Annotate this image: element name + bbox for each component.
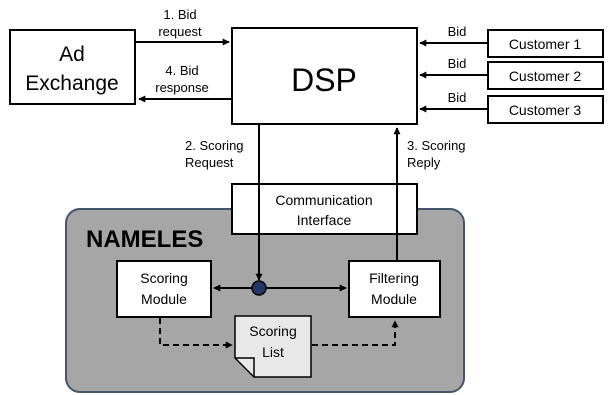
communication-interface-label-line2: Interface: [297, 212, 352, 228]
customer-2-box: [487, 61, 604, 90]
customer-1-label: Customer 1: [509, 36, 582, 52]
junction-dot: [251, 280, 267, 296]
bid-label-2: Bid: [448, 56, 467, 71]
bid-request-label-line2: request: [158, 24, 202, 39]
scoring-to-list-dashed-arrow: [159, 318, 233, 349]
customer-1-box: [487, 29, 604, 58]
bid-response-label-line1: 4. Bid: [165, 63, 198, 78]
scoring-reply-label-line2: Reply: [407, 155, 441, 170]
customer-3-box: [487, 95, 604, 124]
scoring-list-document-fold: [235, 357, 255, 377]
communication-interface-box: [231, 183, 418, 235]
scoring-request-label-line1: 2. Scoring: [185, 138, 244, 153]
ad-exchange-label-line2: Exchange: [25, 72, 118, 95]
ad-exchange-box: [9, 29, 136, 105]
bid-label-3: Bid: [448, 90, 467, 105]
communication-interface-label-line1: Communication: [275, 192, 372, 208]
scoring-module-label-line1: Scoring: [140, 270, 187, 286]
filtering-module-box: [348, 260, 441, 318]
scoring-list-label-line1: Scoring: [249, 323, 296, 339]
bid-request-label-line1: 1. Bid: [163, 7, 196, 22]
scoring-module-box: [116, 260, 212, 318]
bid-label-1: Bid: [448, 24, 467, 39]
filtering-module-label-line1: Filtering: [369, 270, 419, 286]
customer-2-label: Customer 2: [509, 68, 582, 84]
customer-3-label: Customer 3: [509, 102, 582, 118]
list-to-filtering-dashed-arrow: [312, 320, 399, 346]
scoring-list-label-line2: List: [262, 344, 284, 360]
bid-response-label-line2: response: [155, 80, 208, 95]
scoring-request-label-line2: Request: [185, 155, 234, 170]
scoring-module-label-line2: Module: [141, 291, 187, 307]
dsp-label: DSP: [291, 62, 357, 98]
dsp-box: [231, 27, 418, 125]
nameles-label: NAMELES: [86, 226, 203, 253]
filtering-module-label-line2: Module: [371, 291, 417, 307]
ad-exchange-label-line1: Ad: [59, 43, 85, 66]
scoring-reply-label-line1: 3. Scoring: [407, 138, 466, 153]
